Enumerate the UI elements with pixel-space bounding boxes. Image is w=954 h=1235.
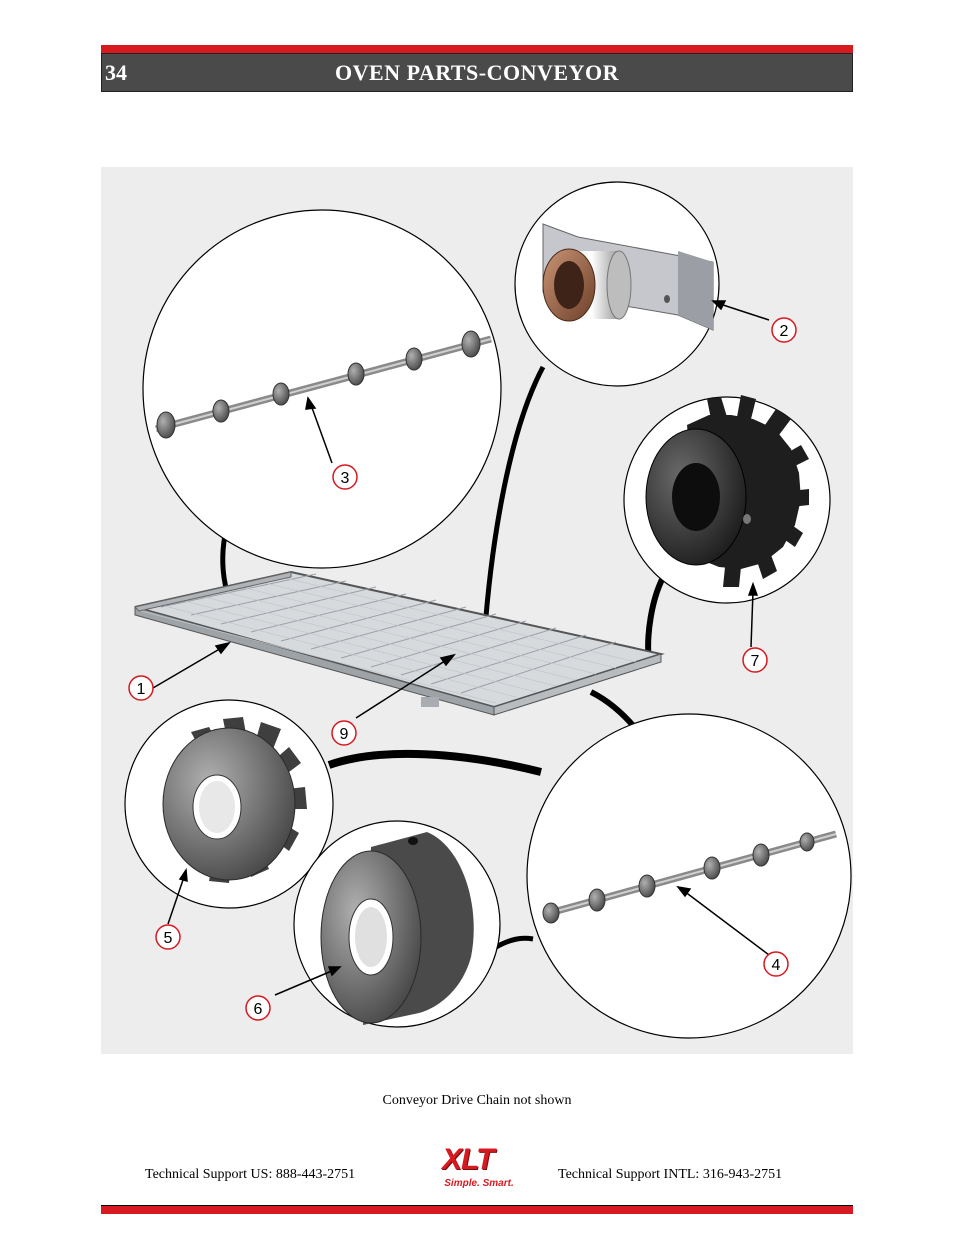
header-rule — [101, 45, 853, 53]
callout-9: 9 — [331, 720, 357, 746]
callout-number: 2 — [780, 323, 789, 340]
callout-5: 5 — [155, 924, 181, 950]
logo-tagline: Simple. Smart. — [444, 1178, 514, 1189]
header-bar: 34 OVEN PARTS-CONVEYOR — [101, 53, 853, 92]
xlt-logo: XLT Simple. Smart. — [430, 1143, 528, 1193]
support-us-phone: Technical Support US: 888-443-2751 — [145, 1167, 356, 1182]
callout-number: 5 — [164, 930, 173, 947]
page-number: 34 — [105, 60, 127, 85]
callout-number: 1 — [137, 681, 146, 698]
callout-2: 2 — [771, 317, 797, 343]
callout-number: 4 — [772, 957, 781, 974]
logo-mark: XLT — [442, 1143, 494, 1176]
detail-drive-shaft — [142, 209, 502, 569]
callout-number: 6 — [254, 1001, 263, 1018]
callout-3: 3 — [332, 464, 358, 490]
callout-7: 7 — [742, 647, 768, 673]
callout-1: 1 — [128, 675, 154, 701]
detail-bearing-block — [514, 181, 720, 387]
parts-diagram: 1 2 3 4 5 6 7 9 — [101, 167, 853, 1054]
callout-number: 3 — [341, 470, 350, 487]
callout-4: 4 — [763, 951, 789, 977]
diagram-illustration: 1 2 3 4 5 6 7 9 — [124, 181, 852, 1039]
callout-number: 9 — [340, 726, 349, 743]
support-intl-phone: Technical Support INTL: 316-943-2751 — [558, 1167, 783, 1182]
detail-idler-shaft — [526, 713, 852, 1039]
callout-number: 7 — [751, 653, 760, 670]
detail-drive-sprocket — [623, 395, 831, 604]
page-title: OVEN PARTS-CONVEYOR — [335, 60, 619, 85]
detail-belt-sprocket — [124, 699, 334, 909]
diagram-caption: Conveyor Drive Chain not shown — [382, 1093, 572, 1108]
detail-shaft-collar — [293, 820, 501, 1028]
footer-rule — [101, 1205, 853, 1214]
callout-6: 6 — [245, 995, 271, 1021]
conveyor-assembly — [134, 570, 665, 716]
